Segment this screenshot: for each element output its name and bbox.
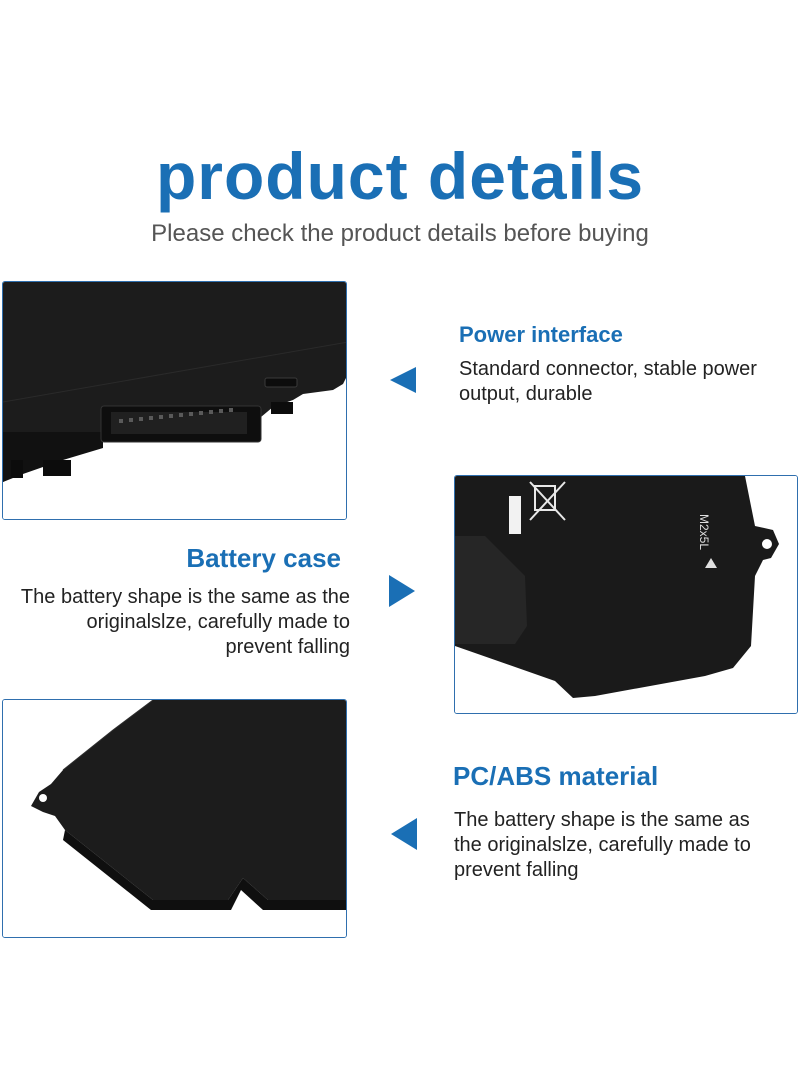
- crossed-bin-icon: [529, 481, 566, 521]
- feature-title-battery-case: Battery case: [186, 543, 341, 573]
- triangle-right-icon: [389, 575, 415, 612]
- feature-title-power-interface: Power interface: [459, 322, 623, 347]
- feature-title-pc-abs-material: PC/ABS material: [453, 761, 659, 791]
- power-interface-photo: [2, 281, 347, 520]
- feature-description-power-interface: Standard connector, stable power output,…: [459, 358, 757, 405]
- triangle-left-icon: [391, 818, 417, 855]
- pc-abs-material-photo: [2, 699, 347, 938]
- page-title: product details: [155, 139, 645, 213]
- battery-case-photo: M2x5L: [454, 475, 798, 714]
- screw-size-label: M2x5L: [697, 514, 711, 550]
- triangle-left-icon: [390, 367, 416, 398]
- page-subtitle: Please check the product details before …: [151, 220, 649, 247]
- feature-description-battery-case: The battery shape is the same as the ori…: [20, 586, 350, 658]
- feature-description-pc-abs-material: The battery shape is the same as the ori…: [454, 809, 751, 881]
